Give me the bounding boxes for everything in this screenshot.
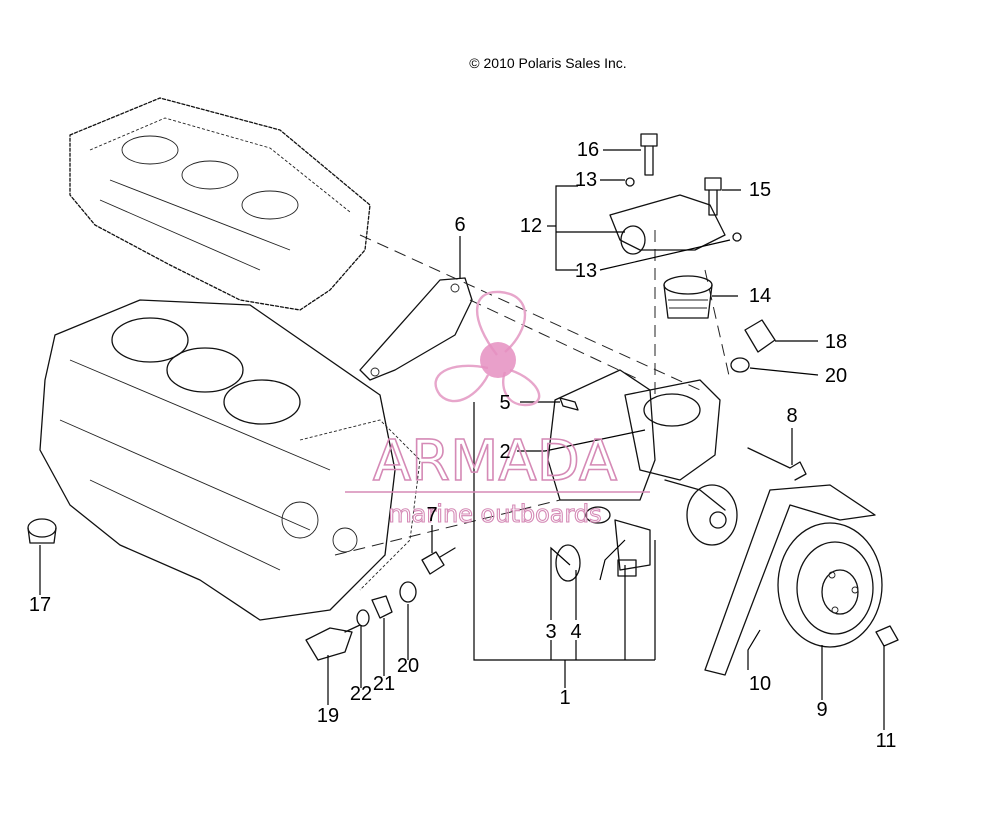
cylinder-head [69,97,371,311]
callout-22: 22 [350,683,372,705]
watermark: ARMADA marine outboards [345,290,650,529]
callout-labels: 1 2 3 4 5 6 7 8 9 10 11 12 13 13 14 15 1… [29,139,897,752]
washer-upper [730,357,750,373]
callout-13-lower: 13 [575,260,597,282]
water-pump [547,369,738,571]
leader-lines [39,149,885,730]
callout-6: 6 [454,214,465,236]
bolt-16 [640,133,658,176]
callout-1: 1 [559,687,570,709]
callout-17: 17 [29,594,51,616]
copyright-text: © 2010 Polaris Sales Inc. [469,55,626,71]
seal [617,559,637,577]
drain-plug [744,319,776,353]
thermostat [663,275,713,319]
callout-10: 10 [749,673,771,695]
gasket [359,277,473,381]
callout-21: 21 [373,673,395,695]
bolt-11 [875,625,899,647]
callout-20-upper: 20 [825,365,847,387]
callout-12: 12 [520,215,542,237]
bolt-5 [559,397,579,411]
callout-14: 14 [749,285,771,307]
callout-13-upper: 13 [575,169,597,191]
bolt-7 [421,547,456,575]
watermark-tagline: marine outboards [388,500,601,528]
callout-4: 4 [570,621,581,643]
callout-5: 5 [499,392,510,414]
propeller-logo-icon [434,290,541,407]
thermostat-housing [609,177,742,255]
alignment-lines [334,230,731,556]
callout-3: 3 [545,621,556,643]
pulley [777,522,883,648]
drive-belt [704,484,876,676]
bolt-15 [704,177,722,216]
bolt-8 [747,447,807,481]
callout-9: 9 [816,699,827,721]
o-ring [555,544,581,582]
callout-2: 2 [499,441,510,463]
callout-16: 16 [577,139,599,161]
callout-20-lower: 20 [397,655,419,677]
callout-18: 18 [825,331,847,353]
plug-17 [27,518,57,544]
engine-block [39,299,421,621]
callout-19: 19 [317,705,339,727]
watermark-brand: ARMADA [373,429,617,494]
callout-11: 11 [876,730,897,752]
washer-20 [399,581,417,603]
callout-15: 15 [749,179,771,201]
callout-8: 8 [786,405,797,427]
callout-7: 7 [426,504,437,526]
adapter-21 [371,595,393,619]
temperature-sensor [305,624,361,661]
washer-22 [356,609,370,627]
